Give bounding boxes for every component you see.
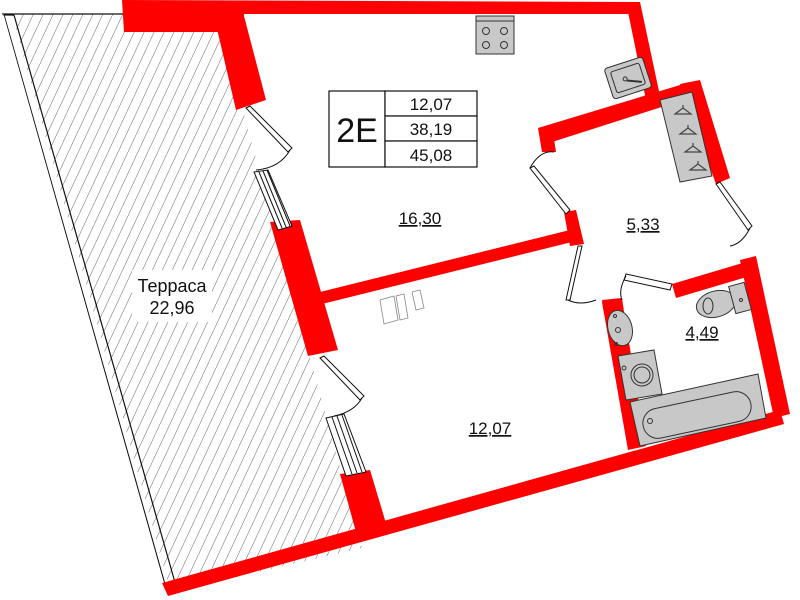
- legend-living-area: 12,07: [410, 95, 453, 114]
- wardrobe-hangers-icon: [659, 91, 713, 183]
- apartment-legend: 2E 12,07 38,19 45,08: [328, 90, 478, 168]
- fridge-icon: [379, 289, 425, 325]
- bathroom-door[interactable]: [620, 273, 673, 301]
- area-bathroom: 4,49: [685, 323, 718, 342]
- terrace-name: Терраса: [137, 276, 207, 296]
- wall-right-kitchen: [626, 2, 660, 100]
- hallway-door-left[interactable]: [529, 151, 571, 215]
- legend-total-with-terrace: 45,08: [410, 146, 453, 165]
- wall-bottom: [162, 410, 784, 596]
- balcony-door-lower[interactable]: [319, 355, 365, 417]
- terrace-railing-outer: [3, 14, 167, 589]
- balcony-door-upper[interactable]: [245, 105, 293, 171]
- toilet-icon: [695, 281, 752, 319]
- wall-bath-right: [740, 256, 790, 418]
- sink-icon: [604, 56, 652, 100]
- wall-top: [122, 0, 640, 32]
- terrace-label: Терраса 22,96: [132, 270, 212, 322]
- terrace-railing-inner: [13, 14, 177, 587]
- bathtub-icon: [629, 373, 767, 447]
- terrace-area: 22,96: [149, 298, 194, 318]
- wall-left-bottom: [340, 470, 388, 532]
- area-hallway: 5,33: [626, 215, 659, 234]
- legend-code-cell: [328, 90, 386, 168]
- area-kitchen-living: 16,30: [399, 209, 442, 228]
- wall-hall-top: [538, 82, 696, 142]
- hallway-door-bottom[interactable]: [565, 245, 597, 304]
- wall-top-left-pillar: [214, 16, 266, 110]
- washing-machine-icon: [617, 349, 663, 401]
- entrance-door[interactable]: [715, 181, 753, 247]
- washbasin-icon: [607, 309, 633, 347]
- apartment-code: 2E: [336, 112, 378, 150]
- wall-divider: [320, 228, 580, 304]
- wall-divider-stub: [564, 210, 584, 246]
- legend-total-area: 38,19: [410, 120, 453, 139]
- wall-bath-top: [672, 262, 750, 298]
- area-room: 12,07: [469, 419, 512, 438]
- wall-hall-top-left: [538, 126, 556, 152]
- wall-left-mid: [270, 220, 338, 356]
- stove-icon: [475, 15, 515, 55]
- window-upper: [253, 169, 293, 231]
